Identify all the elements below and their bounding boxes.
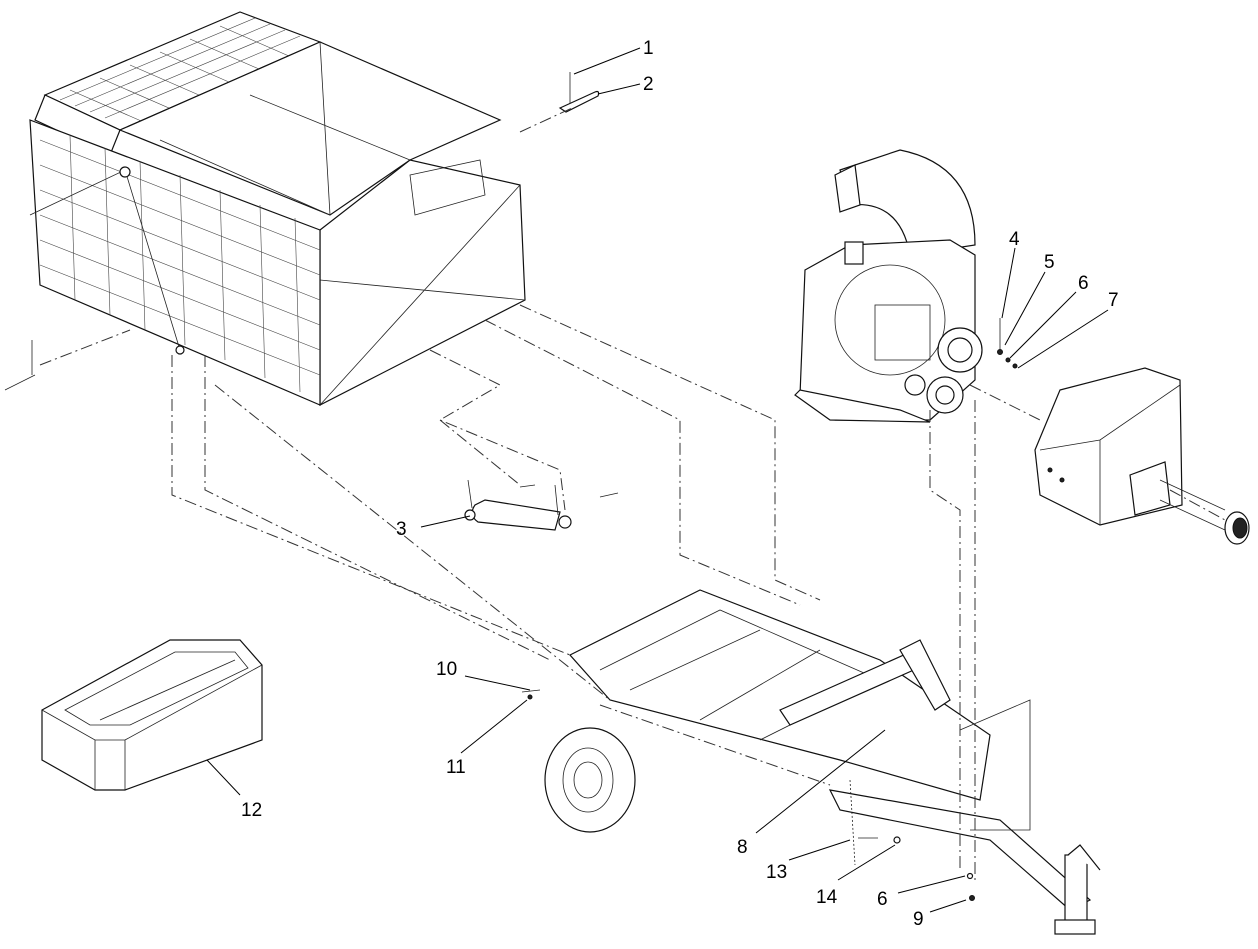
callout-7: 7 bbox=[1108, 290, 1119, 311]
callout-6-upper: 6 bbox=[1078, 273, 1089, 294]
catch-tray bbox=[41, 639, 263, 791]
callout-leaders bbox=[206, 47, 1109, 913]
pin-and-clip-top bbox=[558, 72, 600, 113]
assembly-lines bbox=[39, 107, 1226, 880]
callout-12: 12 bbox=[241, 800, 262, 821]
callout-1: 1 bbox=[643, 38, 654, 59]
fasteners-blower bbox=[997, 318, 1018, 369]
hydraulic-cylinder bbox=[464, 479, 619, 531]
trailer-frame bbox=[544, 589, 1101, 935]
hopper-body bbox=[29, 11, 526, 406]
callout-6-lower: 6 bbox=[877, 889, 888, 910]
top-screen-mesh bbox=[59, 17, 306, 128]
callout-2: 2 bbox=[643, 74, 654, 95]
small-fasteners bbox=[521, 689, 975, 901]
callout-8: 8 bbox=[737, 837, 748, 858]
callout-labels: 1 2 3 4 5 6 7 8 6 9 10 11 12 13 14 bbox=[241, 38, 1119, 930]
callout-9: 9 bbox=[913, 909, 924, 930]
callout-4: 4 bbox=[1009, 229, 1020, 250]
callout-10: 10 bbox=[436, 659, 457, 680]
callout-14: 14 bbox=[816, 887, 838, 908]
pin-and-clip-left bbox=[4, 340, 36, 391]
blower-assembly bbox=[794, 149, 983, 423]
callout-5: 5 bbox=[1044, 252, 1055, 273]
side-slats bbox=[39, 134, 321, 393]
callout-13: 13 bbox=[766, 862, 787, 883]
callout-11: 11 bbox=[446, 757, 466, 778]
pto-shaft bbox=[1129, 461, 1250, 545]
callout-3: 3 bbox=[396, 519, 407, 540]
